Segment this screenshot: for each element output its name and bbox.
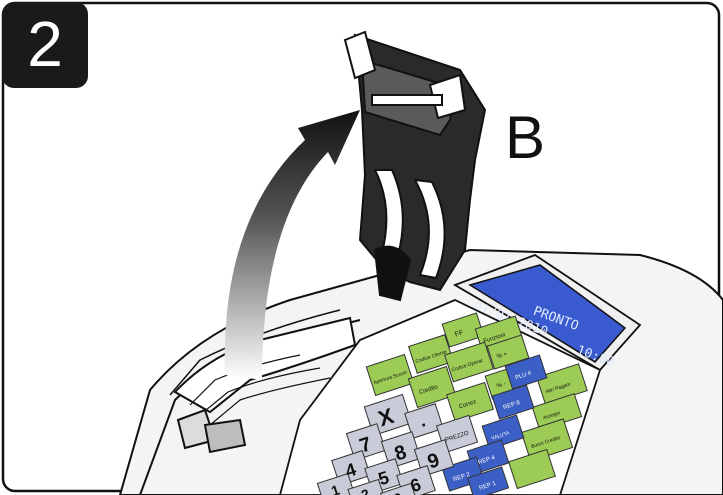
label-credito: Credito <box>418 384 439 396</box>
label-ff: FF <box>454 329 464 338</box>
key-8 <box>380 431 422 469</box>
key-rep1 <box>466 466 510 495</box>
key-buoni-credito <box>520 418 574 462</box>
label-rep2: REP 2 <box>453 472 472 483</box>
key-credito <box>407 365 457 409</box>
label-rep4: REP 4 <box>478 455 497 466</box>
key-dot <box>404 403 444 439</box>
label-plu: PLU # <box>515 370 533 381</box>
label-2: 2 <box>359 485 372 495</box>
label-dot: . <box>417 410 428 431</box>
label-rep1: REP 1 <box>478 481 497 492</box>
label-rep8: REP 8 <box>503 400 522 411</box>
numeric-keys <box>316 393 479 495</box>
key-x-percent <box>486 334 530 370</box>
key-correz <box>446 381 494 423</box>
key-rep8 <box>491 384 535 420</box>
key-3 <box>379 482 417 495</box>
open-direction-arrow <box>224 110 360 380</box>
blue-keys <box>441 354 548 495</box>
label-3: 3 <box>392 489 405 495</box>
part-label-b: B <box>505 104 546 171</box>
key-valuta <box>481 414 525 450</box>
key-2 <box>347 478 385 495</box>
key-codice-operat <box>444 341 494 383</box>
key-spare-green <box>508 448 556 490</box>
display-housing <box>452 253 642 372</box>
step-badge: 2 <box>2 2 88 88</box>
label-valuta: VALUTA <box>491 430 511 442</box>
label-x-percent: % + <box>496 351 508 360</box>
label-percent-minus: % - <box>496 381 506 389</box>
key-codice-cliente <box>407 334 455 374</box>
key-prezzo <box>435 414 479 454</box>
key-1 <box>316 472 356 495</box>
key-7 <box>345 423 387 461</box>
key-ff <box>441 312 485 348</box>
printer-lid <box>343 30 487 302</box>
step-number: 2 <box>27 8 63 80</box>
key-plu <box>504 354 548 390</box>
label-correz: Correz <box>458 399 477 410</box>
key-apertura-scontr <box>365 353 415 397</box>
label-assegni: Assegni <box>542 410 561 421</box>
